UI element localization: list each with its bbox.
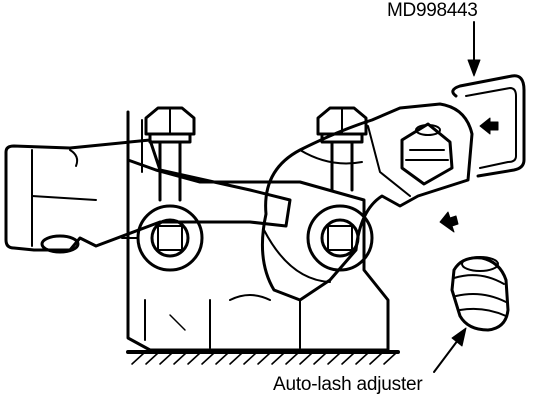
md998443-clip bbox=[451, 74, 526, 178]
part-callout-label: Auto-lash adjuster bbox=[273, 374, 423, 395]
right-shaft-bore bbox=[306, 204, 374, 272]
mounting-base bbox=[126, 350, 400, 365]
direction-arrow-clip bbox=[479, 117, 499, 135]
tool-callout-label: MD998443 bbox=[387, 0, 478, 21]
left-bolt bbox=[144, 106, 196, 202]
part-leader bbox=[433, 327, 467, 373]
left-shaft-bore bbox=[121, 204, 204, 272]
head-block bbox=[126, 110, 390, 352]
right-rocker-arm bbox=[260, 102, 474, 302]
tool-leader bbox=[467, 21, 481, 77]
right-bolt bbox=[316, 106, 368, 192]
left-rocker-arm bbox=[4, 138, 292, 254]
direction-arrow-adjuster bbox=[439, 211, 459, 233]
installed-adjuster bbox=[400, 122, 454, 186]
auto-lash-adjuster bbox=[450, 256, 510, 332]
